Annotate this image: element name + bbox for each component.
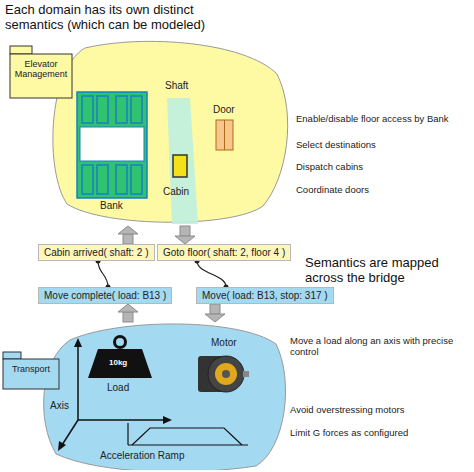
- load-weight: [88, 337, 152, 379]
- part-label: Cabin: [163, 186, 189, 198]
- command-box: Move( load: B13, stop: 317 ): [196, 287, 334, 304]
- part-label: 10kg: [109, 358, 127, 367]
- domain-name: Elevator Management: [10, 59, 72, 80]
- mapping-line: [98, 261, 108, 287]
- diagram-title: Each domain has its own distinct semanti…: [5, 3, 227, 33]
- acceleration-ramp: [128, 423, 248, 445]
- connector: [118, 304, 138, 322]
- elevator-folder-icon: [10, 46, 72, 98]
- door-icon: [216, 120, 233, 150]
- axis-symbol: [58, 338, 172, 451]
- responsibility-note: Avoid overstressing motors: [290, 405, 404, 416]
- part-label: Axis: [50, 400, 69, 412]
- part-label: Door: [213, 104, 235, 116]
- responsibility-note: Enable/disable floor access by Bank: [296, 114, 472, 125]
- mapping-line: [197, 261, 226, 287]
- responsibility-note: Coordinate doors: [296, 185, 369, 196]
- connector: [175, 226, 195, 244]
- shaft-and-cabin: [167, 98, 198, 224]
- connector: [195, 259, 229, 290]
- part-label: Bank: [100, 200, 123, 212]
- box-text: Move complete( load: B13 ): [44, 290, 166, 301]
- bridge-note: Semantics are mapped across the bridge: [305, 256, 470, 286]
- arrow-shaft: [123, 312, 133, 322]
- region-shape: [44, 324, 286, 470]
- arrow-head: [118, 226, 138, 234]
- connector: [205, 304, 225, 322]
- connector: [96, 259, 111, 290]
- connector: [118, 226, 138, 244]
- part-label: Shaft: [165, 80, 188, 92]
- arrow-shaft: [210, 304, 220, 314]
- part-label: Load: [107, 382, 129, 394]
- part-label: Acceleration Ramp: [100, 450, 184, 462]
- arrow-head: [118, 304, 138, 312]
- event-box: Cabin arrived( shaft: 2 ): [38, 244, 155, 261]
- arrow-shaft: [123, 234, 133, 244]
- box-text: Goto floor( shaft: 2, floor 4 ): [163, 247, 285, 258]
- responsibility-note: Select destinations: [296, 140, 376, 151]
- box-text: Move( load: B13, stop: 317 ): [202, 290, 328, 301]
- command-box: Goto floor( shaft: 2, floor 4 ): [157, 244, 291, 261]
- domain-name: Transport: [3, 364, 59, 374]
- bank-building: [77, 92, 147, 198]
- motor-icon: [198, 356, 249, 392]
- event-box: Move complete( load: B13 ): [38, 287, 172, 304]
- responsibility-note: Limit G forces as configured: [290, 428, 408, 439]
- arrow-head: [205, 314, 225, 322]
- arrow-shaft: [180, 226, 190, 236]
- arrow-head: [175, 236, 195, 244]
- responsibility-note: Dispatch cabins: [296, 162, 363, 173]
- box-text: Cabin arrived( shaft: 2 ): [44, 247, 149, 258]
- responsibility-note: Move a load along an axis with precise c…: [290, 336, 470, 358]
- transport-folder-icon: [3, 352, 59, 389]
- part-label: Motor: [211, 337, 237, 349]
